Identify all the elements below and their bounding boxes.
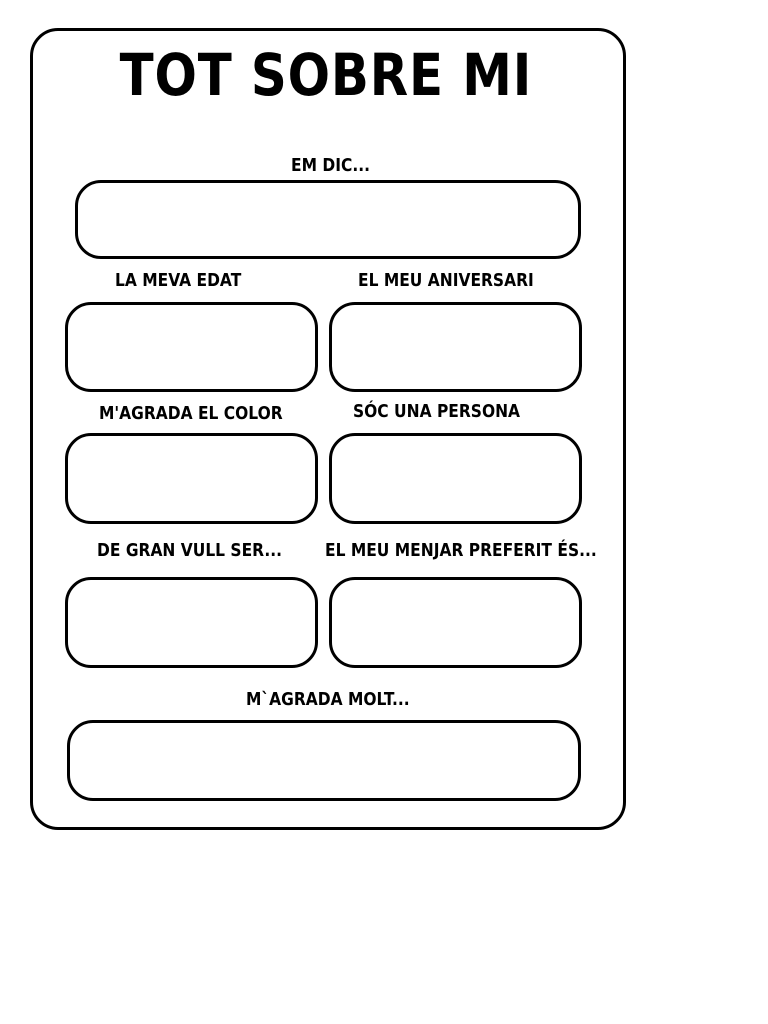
page-title: TOT SOBRE MI — [119, 41, 533, 109]
field-name[interactable] — [75, 180, 581, 259]
worksheet-frame — [30, 28, 626, 830]
field-birthday[interactable] — [329, 302, 582, 392]
label-favorite-food: EL MEU MENJAR PREFERIT ÉS... — [325, 540, 597, 561]
label-name: EM DIC... — [291, 155, 370, 176]
label-future-job: DE GRAN VULL SER... — [97, 540, 283, 561]
label-age: LA MEVA EDAT — [115, 270, 242, 291]
label-birthday: EL MEU ANIVERSARI — [358, 270, 534, 291]
label-i-really-like: M`AGRADA MOLT... — [246, 689, 410, 710]
field-i-am-a-person[interactable] — [329, 433, 582, 524]
field-favorite-food[interactable] — [329, 577, 582, 668]
label-i-am-a-person: SÓC UNA PERSONA — [353, 401, 521, 422]
label-favorite-color: M'AGRADA EL COLOR — [99, 403, 283, 424]
field-future-job[interactable] — [65, 577, 318, 668]
field-i-really-like[interactable] — [67, 720, 581, 801]
field-age[interactable] — [65, 302, 318, 392]
field-favorite-color[interactable] — [65, 433, 318, 524]
